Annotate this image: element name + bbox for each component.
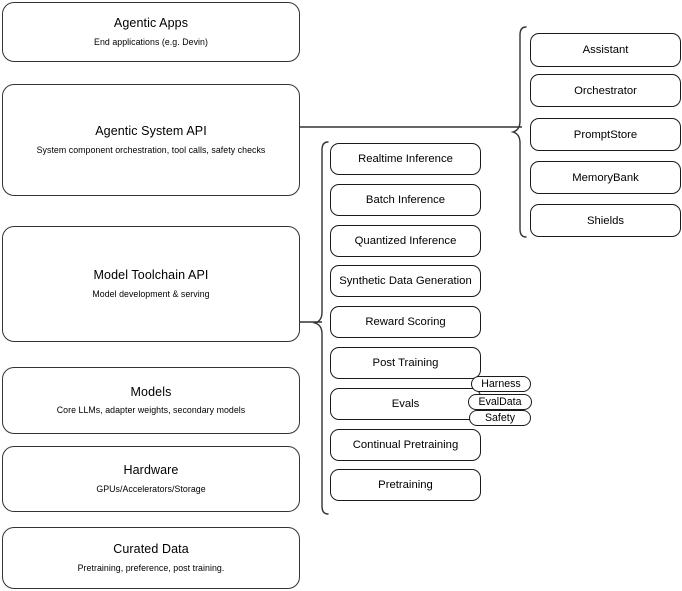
toolchain-component-label: Evals	[391, 398, 420, 410]
system-component-promptstore[interactable]: PromptStore	[530, 118, 681, 151]
stack-layer-models[interactable]: Models Core LLMs, adapter weights, secon…	[2, 367, 300, 434]
stack-layer-hardware[interactable]: Hardware GPUs/Accelerators/Storage	[2, 446, 300, 512]
stack-layer-curated-data[interactable]: Curated Data Pretraining, preference, po…	[2, 527, 300, 589]
layer-subtitle: GPUs/Accelerators/Storage	[96, 483, 206, 494]
layer-subtitle: End applications (e.g. Devin)	[94, 36, 208, 47]
toolchain-component-label: Batch Inference	[365, 194, 446, 206]
toolchain-component-label: Reward Scoring	[365, 316, 446, 328]
system-component-orchestrator[interactable]: Orchestrator	[530, 74, 681, 107]
toolchain-component-label: Post Training	[372, 357, 439, 369]
stack-layer-model-toolchain-api[interactable]: Model Toolchain API Model development & …	[2, 226, 300, 342]
toolchain-component-label: Quantized Inference	[354, 235, 457, 247]
connector-line-system-api	[300, 126, 522, 128]
toolchain-component-pretraining[interactable]: Pretraining	[330, 469, 481, 501]
toolchain-component-label: Continual Pretraining	[352, 439, 459, 451]
layer-subtitle: System component orchestration, tool cal…	[36, 144, 266, 155]
toolchain-component-label: Pretraining	[378, 479, 433, 491]
brace-toolchain-components	[312, 140, 330, 516]
toolchain-component-label: Synthetic Data Generation	[339, 275, 472, 287]
layer-title: Agentic Apps	[113, 16, 189, 31]
toolchain-component-continual-pretraining[interactable]: Continual Pretraining	[330, 429, 481, 461]
system-component-label: Assistant	[582, 44, 629, 56]
stack-layer-agentic-apps[interactable]: Agentic Apps End applications (e.g. Devi…	[2, 2, 300, 62]
eval-tag-label: Safety	[484, 412, 516, 424]
layer-subtitle: Model development & serving	[92, 288, 210, 299]
system-component-label: MemoryBank	[572, 171, 639, 184]
toolchain-component-synthetic-data-generation[interactable]: Synthetic Data Generation	[330, 265, 481, 297]
layer-title: Agentic System API	[95, 124, 207, 139]
layer-title: Hardware	[123, 463, 179, 478]
eval-tag-evaldata[interactable]: EvalData	[468, 394, 532, 410]
system-component-shields[interactable]: Shields	[530, 204, 681, 237]
system-component-label: Shields	[586, 214, 625, 227]
eval-tag-safety[interactable]: Safety	[469, 410, 531, 426]
toolchain-component-evals[interactable]: Evals	[330, 388, 481, 420]
toolchain-component-realtime-inference[interactable]: Realtime Inference	[330, 143, 481, 175]
toolchain-component-batch-inference[interactable]: Batch Inference	[330, 184, 481, 216]
toolchain-component-quantized-inference[interactable]: Quantized Inference	[330, 225, 481, 257]
toolchain-component-post-training[interactable]: Post Training	[330, 347, 481, 379]
layer-subtitle: Core LLMs, adapter weights, secondary mo…	[56, 405, 246, 416]
eval-tag-label: Harness	[481, 378, 521, 390]
layer-title: Model Toolchain API	[93, 268, 209, 283]
system-component-label: PromptStore	[573, 128, 638, 141]
eval-tag-harness[interactable]: Harness	[471, 376, 531, 392]
layer-subtitle: Pretraining, preference, post training.	[77, 562, 225, 573]
system-component-memorybank[interactable]: MemoryBank	[530, 161, 681, 194]
toolchain-component-reward-scoring[interactable]: Reward Scoring	[330, 306, 481, 338]
toolchain-component-label: Realtime Inference	[358, 153, 453, 165]
layer-title: Curated Data	[113, 542, 189, 557]
layer-title: Models	[130, 384, 172, 399]
brace-system-components	[510, 25, 528, 239]
eval-tag-label: EvalData	[478, 396, 522, 408]
stack-layer-agentic-system-api[interactable]: Agentic System API System component orch…	[2, 84, 300, 196]
system-component-assistant[interactable]: Assistant	[530, 33, 681, 67]
system-component-label: Orchestrator	[574, 84, 637, 97]
